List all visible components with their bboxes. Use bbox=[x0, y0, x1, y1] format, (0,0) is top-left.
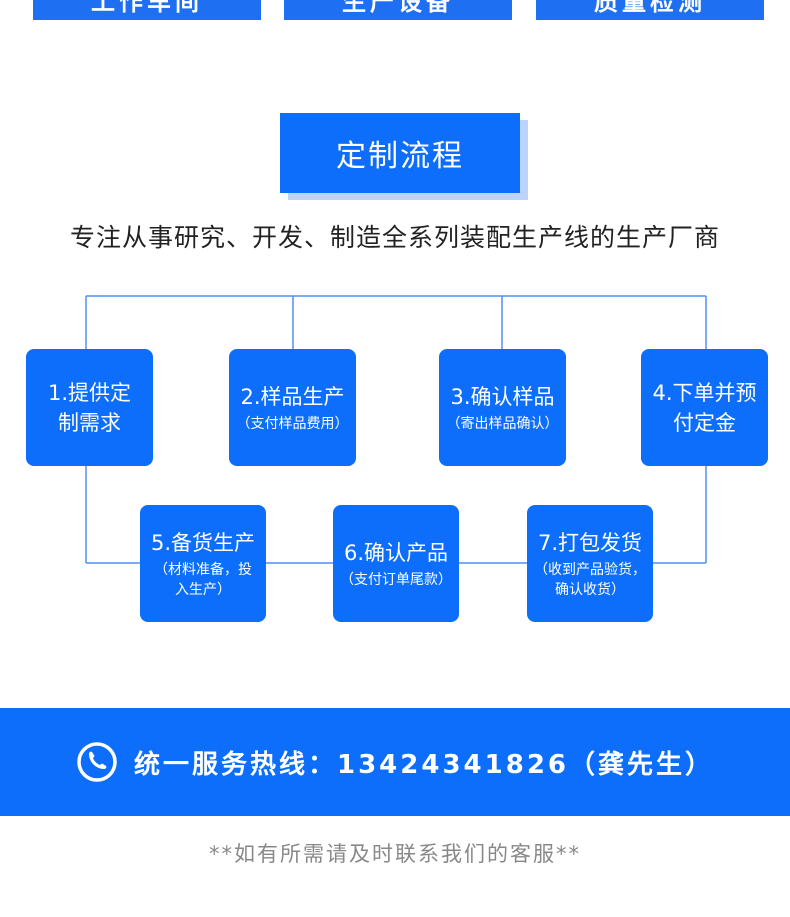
hotline-text[interactable]: 统一服务热线：13424341826（龚先生） bbox=[134, 749, 714, 780]
footer-note: **如有所需请及时联系我们的客服** bbox=[209, 842, 581, 866]
step-5-stock-production: 5.备货生产 （材料准备，投 入生产） bbox=[140, 505, 266, 622]
step-1-provide-requirements: 1.提供定 制需求 bbox=[26, 349, 153, 466]
step-2-sample-production: 2.样品生产 （支付样品费用） bbox=[229, 349, 356, 466]
step-note: （支付订单尾款） bbox=[340, 571, 452, 588]
step-label: 3.确认样品 bbox=[450, 384, 555, 409]
step-note: （收到产品验货， 确认收货） bbox=[534, 561, 646, 598]
phone-icon bbox=[77, 742, 117, 782]
step-4-order-deposit: 4.下单并预 付定金 bbox=[641, 349, 768, 466]
step-note: （寄出样品确认） bbox=[446, 415, 559, 432]
step-6-confirm-product: 6.确认产品 （支付订单尾款） bbox=[333, 505, 459, 622]
step-note: （材料准备，投 入生产） bbox=[154, 561, 252, 598]
step-label: 5.备货生产 bbox=[150, 530, 256, 555]
hotline-bar: 统一服务热线：13424341826（龚先生） bbox=[0, 708, 790, 816]
section-subtitle: 专注从事研究、开发、制造全系列装配生产线的生产厂商 bbox=[69, 223, 720, 252]
step-label: 4.下单并预 付定金 bbox=[652, 380, 757, 435]
step-note: （支付样品费用） bbox=[236, 415, 349, 432]
step-label: 2.样品生产 bbox=[240, 384, 345, 409]
step-7-pack-ship: 7.打包发货 （收到产品验货， 确认收货） bbox=[527, 505, 653, 622]
tab-equipment[interactable]: 生产设备 bbox=[284, 0, 512, 20]
tab-workshop[interactable]: 工作车间 bbox=[33, 0, 261, 20]
step-3-confirm-sample: 3.确认样品 （寄出样品确认） bbox=[439, 349, 566, 466]
tab-quality[interactable]: 质量检测 bbox=[536, 0, 764, 20]
step-label: 7.打包发货 bbox=[537, 530, 643, 555]
section-title: 定制流程 bbox=[280, 113, 520, 193]
step-label: 1.提供定 制需求 bbox=[47, 380, 132, 435]
step-label: 6.确认产品 bbox=[343, 540, 449, 565]
